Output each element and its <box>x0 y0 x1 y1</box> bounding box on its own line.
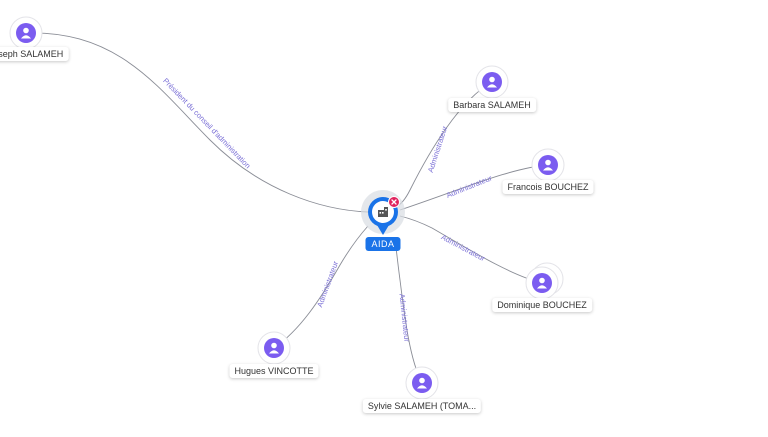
close-icon[interactable] <box>388 196 400 208</box>
person-node-francois[interactable] <box>531 148 565 182</box>
person-icon <box>269 342 279 354</box>
person-icon <box>537 277 547 289</box>
person-label-francois[interactable]: Francois BOUCHEZ <box>502 180 594 194</box>
edge-role-label-dominique: Administrateur <box>440 232 487 263</box>
edge-sylvie <box>395 247 423 384</box>
center-pin-tip <box>377 225 389 235</box>
person-node-hugues[interactable] <box>257 331 291 365</box>
person-icon <box>487 76 497 88</box>
center-company-node[interactable] <box>361 190 405 235</box>
edge-role-label-hugues: Administrateur <box>315 259 340 308</box>
person-label-hugues[interactable]: Hugues VINCOTTE <box>229 364 319 378</box>
edge-dominique <box>399 215 543 284</box>
person-node-sylvie[interactable] <box>405 366 439 400</box>
person-icon <box>417 377 427 389</box>
person-node-dominique[interactable] <box>525 266 559 300</box>
person-label-barbara[interactable]: Barbara SALAMEH <box>448 98 536 112</box>
company-icon <box>378 207 388 217</box>
edge-role-label-sylvie: Administrateur <box>397 293 411 343</box>
edge-hugues <box>273 225 369 349</box>
person-node-joseph[interactable] <box>9 16 43 50</box>
edge-joseph <box>25 32 369 213</box>
person-label-sylvie[interactable]: Sylvie SALAMEH (TOMA... <box>362 399 482 413</box>
person-label-joseph[interactable]: Joseph SALAMEH <box>0 47 69 61</box>
person-icon <box>543 159 553 171</box>
center-company-label[interactable]: AIDA <box>365 237 401 251</box>
edge-role-label-joseph: Président du conseil d'administration <box>161 76 252 170</box>
person-label-dominique[interactable]: Dominique BOUCHEZ <box>492 298 592 312</box>
edge-role-label-francois: Administrateur <box>445 173 494 200</box>
edge-role-label-barbara: Administrateur <box>426 124 450 173</box>
person-node-barbara[interactable] <box>475 65 509 99</box>
person-icon <box>21 27 31 39</box>
